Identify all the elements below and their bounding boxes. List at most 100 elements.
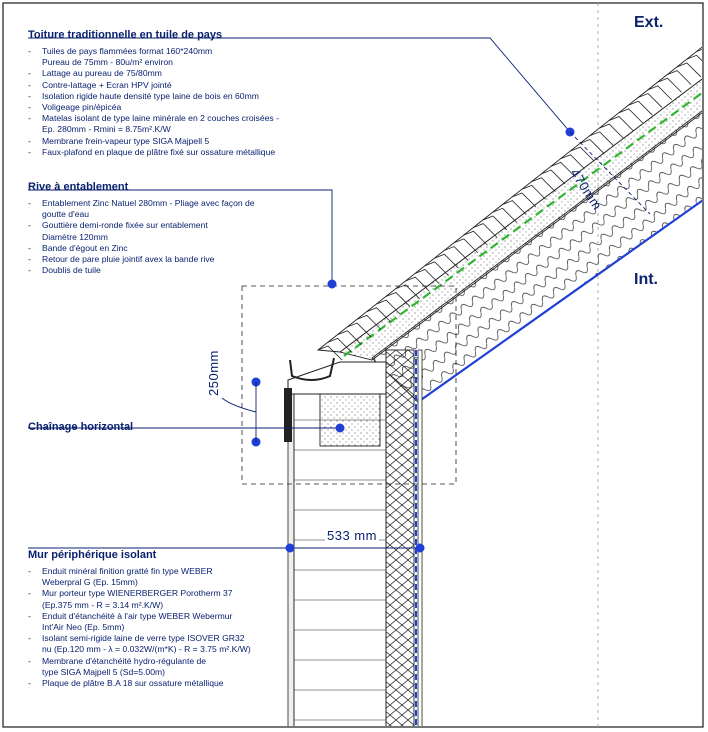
tile: [492, 207, 517, 223]
bullet-dash: -: [28, 566, 31, 576]
ring-beam: [319, 385, 381, 447]
eave-items: -Entablement Zinc Natuel 280mm - Pliage …: [28, 198, 255, 276]
tile: [317, 345, 343, 361]
spec-item-text: Enduit minéral finition gratté fin type …: [42, 566, 213, 588]
tile: [647, 85, 673, 101]
fascia-zinc: [284, 388, 292, 442]
bullet-dash: -: [28, 135, 31, 146]
tile: [560, 154, 585, 170]
spec-item: -Mur porteur type WIENERBERGER Porotherm…: [28, 588, 251, 610]
gutter: [289, 357, 335, 381]
tile: [346, 322, 372, 338]
bullet-dash: -: [28, 102, 31, 113]
spec-item: -Lattage au pureau de 75/80mm: [28, 68, 279, 79]
spec-item: -Faux-plafond en plaque de plâtre fixé s…: [28, 147, 279, 158]
roof-items: -Tuiles de pays flammées format 160*240m…: [28, 46, 279, 158]
wall-render: [287, 393, 295, 726]
tile: [414, 269, 440, 284]
roof-title: Toiture traditionnelle en tuile de pays: [28, 29, 223, 41]
roof-tiles: [317, 48, 702, 361]
beam-title: Chaînage horizontal: [28, 421, 134, 433]
spec-item: -Isolant semi-rigide laine de verre type…: [28, 633, 251, 655]
spec-item: -Isolation rigide haute densité type lai…: [28, 91, 279, 102]
spec-item: -Voligeage pin/épicéa: [28, 102, 279, 113]
tile: [482, 215, 508, 231]
tile: [463, 230, 488, 246]
tile: [657, 77, 682, 93]
wall-spec-block: Mur périphérique isolant - Enduit minéral…: [28, 549, 251, 689]
wall-brick: [293, 393, 387, 726]
spec-item: -Bande d'égout en Zinc: [28, 243, 255, 254]
detail-callout-box: [241, 285, 457, 485]
wall-items: - Enduit minéral finition gratté fin type…: [28, 566, 251, 689]
spec-item: -Retour de pare pluie jointif avex la ba…: [28, 254, 255, 265]
spec-item-text: Lattage au pureau de 75/80mm: [42, 68, 162, 79]
exterior-label: Ext.: [634, 14, 664, 31]
bullet-dash: -: [28, 90, 31, 101]
bullet-dash: -: [28, 242, 31, 253]
spec-item: -Plaque de plâtre B.A 18 sur ossature mé…: [28, 678, 251, 689]
bullet-dash: -: [28, 633, 31, 644]
tile: [337, 330, 362, 345]
tile: [579, 138, 605, 154]
tile: [531, 177, 556, 192]
spec-item: -Enduit d'étanchéité à l'air type WEBER …: [28, 611, 251, 633]
spec-item-text: Voligeage pin/épicéa: [42, 102, 122, 113]
eave-plate: [287, 361, 387, 395]
spec-item: -Membrane frein-vapeur type SIGA Majpell…: [28, 136, 279, 147]
spec-item-text: Membrane d'étanchéité hydro-régulante de…: [42, 655, 207, 677]
tile: [502, 200, 527, 215]
spec-item: -Tuiles de pays flammées format 160*240m…: [28, 46, 279, 68]
roof-spec-block: Toiture traditionnelle en tuile de pays …: [28, 29, 279, 158]
tile: [686, 54, 702, 62]
tile: [521, 184, 546, 200]
spec-item: -Membrane d'étanchéité hydro-régulante d…: [28, 656, 251, 678]
beam-spec-block: Chaînage horizontal: [28, 421, 133, 438]
spec-item: - Enduit minéral finition gratté fin type…: [28, 566, 251, 588]
tile: [608, 116, 634, 131]
eave-title: Rive à entablement: [28, 181, 129, 193]
spec-item-text: Tuiles de pays flammées format 160*240mm…: [42, 46, 213, 68]
spec-item: -Doublis de tuile: [28, 265, 255, 276]
spec-item-text: Gouttière demi-ronde fixée sur entableme…: [42, 220, 208, 242]
tile: [637, 93, 663, 108]
tile: [376, 299, 401, 315]
tile: [667, 70, 692, 85]
spec-item-text: Contre-lattage + Ecran HPV jointé: [42, 79, 172, 90]
tile: [570, 146, 595, 162]
tile: [599, 123, 624, 139]
wall-title: Mur périphérique isolant: [28, 549, 157, 561]
spec-item-text: Doublis de tuile: [42, 265, 101, 276]
spec-item-text: Faux-plafond en plaque de plâtre fixé su…: [42, 146, 276, 157]
bullet-dash: -: [28, 655, 31, 666]
bullet-dash: -: [28, 220, 31, 231]
tile: [511, 192, 537, 208]
tile: [453, 238, 479, 254]
ceiling-vapor-membrane: [417, 199, 702, 403]
spec-item-text: Entablement Zinc Natuel 280mm - Pliage a…: [42, 198, 255, 220]
spec-item-text: Isolation rigide haute densité type lain…: [42, 90, 259, 101]
spec-item-text: Isolant semi-rigide laine de verre type …: [42, 633, 251, 655]
tile: [443, 246, 469, 261]
roof-tiles-layer: [316, 46, 702, 353]
bullet-dash: -: [28, 265, 31, 276]
bullet-dash: -: [28, 113, 31, 124]
tile: [405, 276, 430, 292]
tile: [395, 284, 420, 300]
tile: [628, 100, 653, 116]
tile: [550, 161, 576, 177]
bullet-dash: -: [28, 79, 31, 90]
spec-item-text: Membrane frein-vapeur type SIGA Majpell …: [42, 135, 210, 146]
spec-item: -Matelas isolant de type laine minérale …: [28, 113, 279, 135]
spec-item-text: Bande d'égout en Zinc: [42, 242, 128, 253]
spec-item-text: Mur porteur type WIENERBERGER Porotherm …: [42, 588, 233, 610]
spec-item-text: Matelas isolant de type laine minérale e…: [42, 113, 279, 135]
tile: [366, 307, 391, 323]
spec-item: -Contre-lattage + Ecran HPV jointé: [28, 80, 279, 91]
spec-item-text: Enduit d'étanchéité à l'air type WEBER W…: [42, 610, 233, 633]
tile: [696, 48, 702, 53]
tile: [434, 253, 459, 269]
dimension-250: 250mm: [206, 350, 221, 396]
